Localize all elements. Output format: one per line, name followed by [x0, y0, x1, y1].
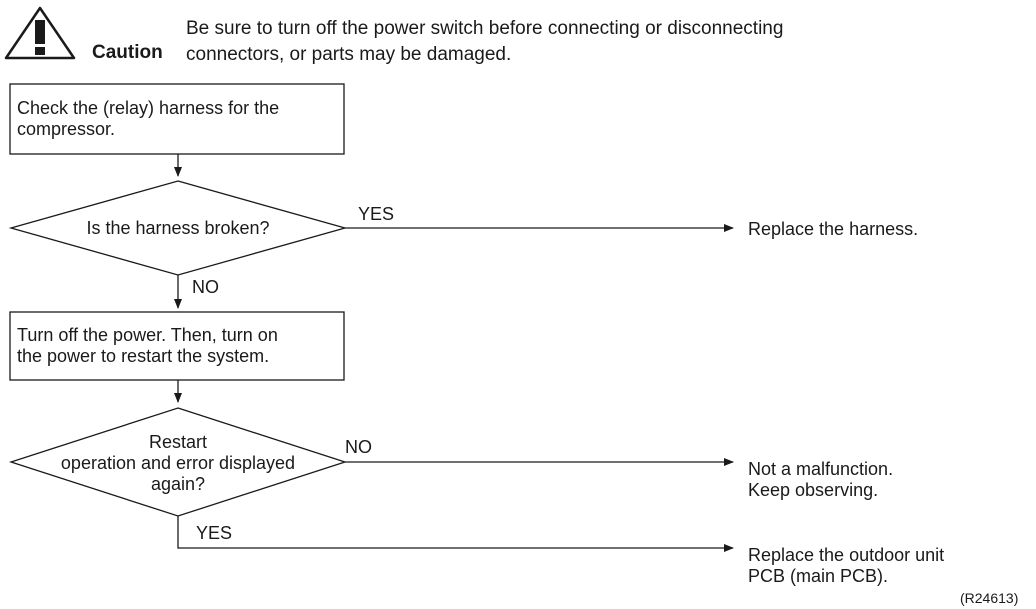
- decision2-no-label: NO: [345, 437, 372, 457]
- caution-line-2: connectors, or parts may be damaged.: [186, 44, 512, 65]
- process-box-check-harness: [9, 83, 345, 155]
- decision2-line-1: Restart: [148, 432, 208, 452]
- decision1-text: Is the harness broken?: [86, 218, 270, 238]
- figure-reference: (R24613): [960, 590, 1019, 606]
- box1-line-1: Check the (relay) harness for the: [17, 98, 280, 118]
- box1-line-2: compressor.: [17, 119, 116, 139]
- result-replace-pcb-line-2: PCB (main PCB).: [748, 566, 889, 586]
- result-not-malfunction-line-1: Not a malfunction.: [748, 459, 894, 479]
- caution-line-1: Be sure to turn off the power switch bef…: [186, 18, 784, 39]
- process-box-restart-power: [9, 311, 345, 381]
- result-not-malfunction-line-2: Keep observing.: [748, 480, 879, 500]
- result-replace-pcb-line-1: Replace the outdoor unit: [748, 545, 945, 565]
- decision2-yes-label: YES: [196, 523, 233, 543]
- connector-decision2-yes: [177, 516, 734, 552]
- caution-label: Caution: [92, 42, 163, 63]
- decision2-line-3: again?: [150, 474, 206, 494]
- decision2-line-2: operation and error displayed: [60, 453, 296, 473]
- decision1-no-label: NO: [192, 277, 219, 297]
- caution-icon: [4, 6, 76, 60]
- box2-line-1: Turn off the power. Then, turn on: [17, 325, 278, 345]
- result-replace-harness: Replace the harness.: [748, 219, 919, 239]
- box2-line-2: the power to restart the system.: [17, 346, 270, 366]
- decision1-yes-label: YES: [358, 204, 395, 224]
